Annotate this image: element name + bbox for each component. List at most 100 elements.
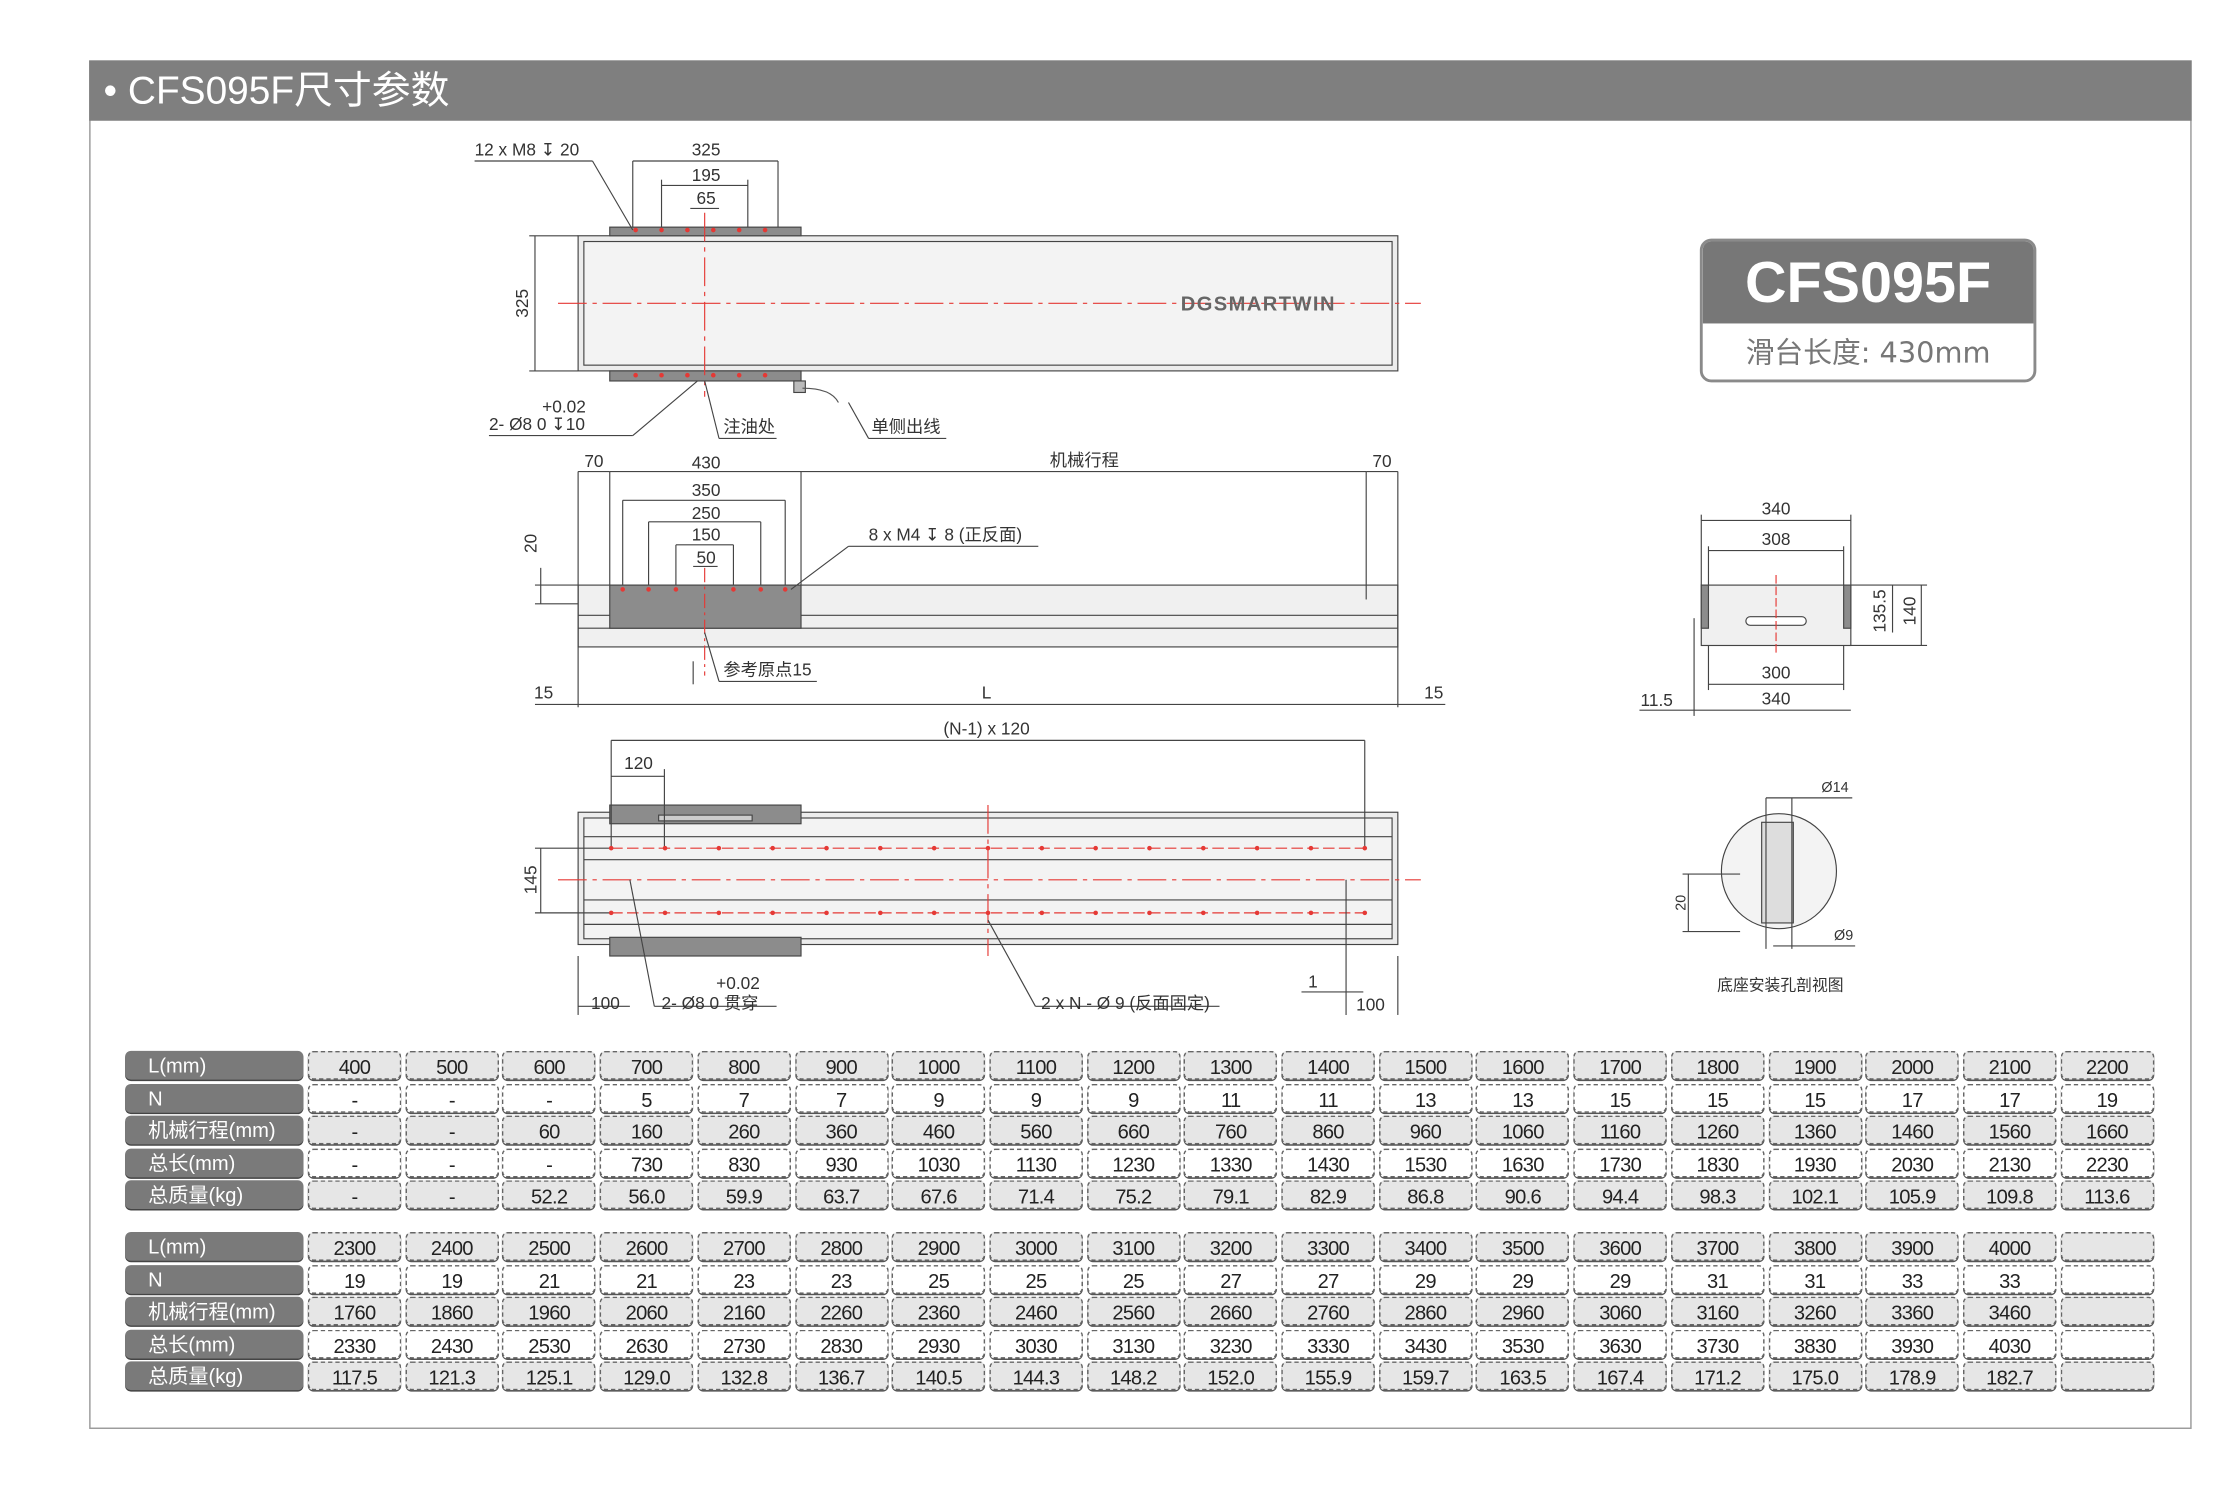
table-cell: 159.7 bbox=[1378, 1361, 1473, 1391]
table-cell: 1400 bbox=[1281, 1050, 1375, 1080]
mount-hole-marker bbox=[608, 910, 614, 916]
table-cell: 86.8 bbox=[1378, 1180, 1473, 1210]
screw-hole-marker bbox=[633, 372, 638, 378]
table-cell: 2500 bbox=[502, 1232, 596, 1261]
table-cell: 3130 bbox=[1086, 1329, 1181, 1359]
table-cell: 2100 bbox=[1962, 1050, 2057, 1080]
dim-label: 308 bbox=[1762, 529, 1791, 549]
table-cell: 5 bbox=[599, 1083, 694, 1113]
dim-label: 65 bbox=[697, 188, 716, 208]
table-cell: 148.2 bbox=[1086, 1361, 1181, 1391]
table-cell: 9 bbox=[1086, 1083, 1181, 1113]
table-cell: 19 bbox=[405, 1264, 499, 1294]
dimension-labels: 12 x M8 ↧ 20 325 195 65 325 +0.02 2- Ø8 … bbox=[475, 139, 1920, 1014]
dim-label: 11.5 bbox=[1641, 690, 1673, 710]
screw-hole-marker bbox=[646, 587, 651, 592]
table-cell: 2600 bbox=[599, 1232, 694, 1261]
table-cell: - bbox=[405, 1148, 499, 1178]
table-cell: 90.6 bbox=[1476, 1180, 1570, 1210]
table-cell: 13 bbox=[1378, 1083, 1473, 1113]
table-cell: 500 bbox=[405, 1050, 499, 1080]
table-cell: 175.0 bbox=[1768, 1361, 1862, 1391]
mount-hole-marker bbox=[1039, 845, 1045, 851]
dim-label: 2 x N - Ø 9 (反面固定) bbox=[1041, 993, 1210, 1013]
dim-label: +0.02 bbox=[542, 397, 586, 417]
table-cell: 2930 bbox=[891, 1329, 986, 1359]
table-cell: 1160 bbox=[1573, 1115, 1667, 1145]
table-cell: 3060 bbox=[1573, 1296, 1667, 1326]
mount-hole-marker bbox=[1362, 845, 1368, 851]
table-cell: 29 bbox=[1378, 1264, 1473, 1294]
mount-hole-marker bbox=[931, 910, 937, 916]
table-cell: - bbox=[502, 1148, 596, 1178]
mount-hole-marker bbox=[985, 910, 991, 916]
table-cell: 3460 bbox=[1962, 1296, 2057, 1326]
table-cell: 52.2 bbox=[502, 1180, 596, 1210]
table-cell: 167.4 bbox=[1573, 1361, 1667, 1391]
table-cell: 3300 bbox=[1281, 1232, 1375, 1261]
table-cell: 1960 bbox=[502, 1296, 596, 1326]
table-cell: 67.6 bbox=[891, 1180, 986, 1210]
screw-hole-marker bbox=[710, 372, 716, 378]
dim-label: 1 bbox=[1308, 972, 1318, 992]
table-cell: - bbox=[405, 1180, 499, 1210]
table-cell: 1730 bbox=[1573, 1148, 1667, 1178]
table-cell bbox=[2060, 1361, 2154, 1391]
screw-hole-marker bbox=[659, 227, 664, 233]
table-cell: 21 bbox=[502, 1264, 596, 1294]
logo-text: DGSMARTWIN bbox=[1181, 294, 1336, 316]
row-header: 总质量(kg) bbox=[125, 1361, 304, 1391]
table-cell: 105.9 bbox=[1865, 1180, 1959, 1210]
table-cell: 2130 bbox=[1962, 1148, 2057, 1178]
table-cell: 59.9 bbox=[697, 1180, 791, 1210]
mount-hole-marker bbox=[878, 845, 883, 851]
dim-label: 单侧出线 bbox=[871, 417, 940, 437]
table-cell: 17 bbox=[1962, 1083, 2057, 1113]
row-header: 总长(mm) bbox=[125, 1148, 304, 1178]
dim-label: 140 bbox=[1900, 597, 1920, 626]
table-cell: 1330 bbox=[1183, 1148, 1278, 1178]
table-cell: 2460 bbox=[989, 1296, 1083, 1326]
table-cell: 29 bbox=[1573, 1264, 1667, 1294]
mount-hole-marker bbox=[1308, 845, 1314, 851]
table-cell: 600 bbox=[502, 1050, 596, 1080]
table-cell: 1630 bbox=[1476, 1148, 1570, 1178]
bottom-view bbox=[534, 739, 1421, 1015]
mount-hole-marker bbox=[662, 845, 668, 851]
screw-hole-marker bbox=[736, 372, 742, 378]
table-cell: 2900 bbox=[891, 1232, 986, 1261]
dim-label: 2- Ø8 0 贯穿 bbox=[662, 993, 759, 1013]
table-cell: 7 bbox=[697, 1083, 791, 1113]
model-badge: CFS095F 滑台长度: 430mm bbox=[1699, 238, 2037, 383]
table-cell: 13 bbox=[1476, 1083, 1570, 1113]
top-view bbox=[474, 160, 1421, 440]
table-cell: 3260 bbox=[1768, 1296, 1862, 1326]
table-cell bbox=[2060, 1232, 2154, 1261]
table-cell: 1230 bbox=[1086, 1148, 1181, 1178]
table-cell: 1500 bbox=[1378, 1050, 1473, 1080]
dim-label: 20 bbox=[520, 534, 540, 553]
table-cell: 140.5 bbox=[891, 1361, 986, 1391]
dim-label: 2- Ø8 0 ↧10 bbox=[489, 414, 585, 434]
table-cell: 1900 bbox=[1768, 1050, 1862, 1080]
screw-hole-marker bbox=[633, 227, 638, 233]
table-cell: 2030 bbox=[1865, 1148, 1959, 1178]
table-cell: 1560 bbox=[1962, 1115, 2057, 1145]
table-cell: 129.0 bbox=[599, 1361, 694, 1391]
table-cell: 25 bbox=[989, 1264, 1083, 1294]
table-cell: 1800 bbox=[1670, 1050, 1765, 1080]
table-cell: 1360 bbox=[1768, 1115, 1862, 1145]
mount-hole-marker bbox=[1201, 910, 1206, 916]
row-header: N bbox=[125, 1083, 304, 1113]
table-cell: 860 bbox=[1281, 1115, 1375, 1145]
table-cell: 930 bbox=[794, 1148, 889, 1178]
mount-hole-marker bbox=[1254, 910, 1260, 916]
dim-label: 15 bbox=[534, 683, 553, 703]
table-cell: 660 bbox=[1086, 1115, 1181, 1145]
mount-hole-marker bbox=[1147, 845, 1152, 851]
screw-hole-marker bbox=[782, 587, 788, 592]
table-cell: 21 bbox=[599, 1264, 694, 1294]
dim-label: 250 bbox=[692, 503, 721, 523]
mount-hole-marker bbox=[824, 845, 829, 851]
table-cell: - bbox=[405, 1083, 499, 1113]
